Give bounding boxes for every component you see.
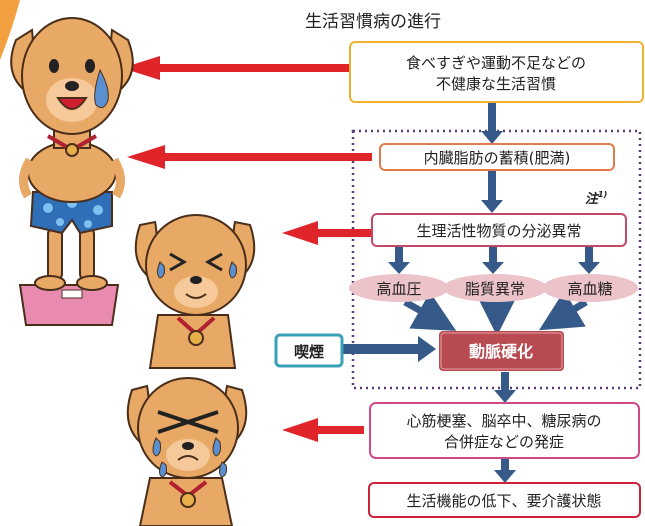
box-visceral-fat: 内臓脂肪の蓄積(肥満) — [379, 143, 615, 171]
svg-text:高血圧: 高血圧 — [376, 280, 421, 298]
converging-arrows — [403, 290, 588, 336]
box-complications: 心筋梗塞、脳卒中、糖尿病の 合併症などの発症 — [369, 402, 640, 459]
dotted-frame — [351, 129, 642, 390]
box-arteriosclerosis: 動脈硬化 — [439, 331, 564, 371]
arrow-artery-to-complications — [494, 372, 516, 403]
svg-text:動脈硬化: 動脈硬化 — [469, 342, 533, 361]
flow-arrows — [343, 102, 600, 483]
sweat-drop-icon — [94, 68, 109, 109]
box-smoking: 喫煙 — [274, 333, 344, 368]
dog-standing-on-scale — [10, 17, 134, 326]
oval-hypertension: 高血圧 — [349, 274, 449, 302]
red-arrow-2 — [127, 145, 372, 169]
medal-icon — [188, 330, 204, 346]
sweat-drop-icon — [157, 261, 165, 279]
medal-icon — [65, 143, 79, 157]
svg-text:生理活性物質の分泌異常: 生理活性物質の分泌異常 — [416, 222, 581, 240]
arrow-complications-to-decline — [494, 457, 516, 483]
arrow-lifestyle-to-fat — [481, 102, 503, 144]
red-arrows — [122, 56, 374, 442]
scale-icon — [18, 284, 120, 326]
svg-text:食べすぎや運動不足などの: 食べすぎや運動不足などの — [406, 54, 586, 72]
svg-text:合併症などの発症: 合併症などの発症 — [444, 433, 564, 451]
arrow-smoking-to-artery — [343, 336, 436, 362]
arrow-secretion-to-lipid — [482, 246, 504, 274]
arrow-secretion-to-glucose — [578, 246, 600, 274]
squint-eye-left — [169, 252, 188, 272]
oval-dyslipidemia: 脂質異常 — [443, 274, 547, 302]
squint-eye-right — [204, 252, 223, 272]
red-arrow-4 — [282, 418, 364, 442]
arrow-bp-to-artery — [403, 291, 457, 331]
svg-text:脂質異常: 脂質異常 — [465, 280, 525, 298]
oval-hyperglycemia: 高血糖 — [542, 274, 638, 302]
svg-text:不健康な生活習慣: 不健康な生活習慣 — [436, 75, 556, 93]
tear-drops-icon — [152, 437, 227, 478]
svg-text:生活機能の低下、要介護状態: 生活機能の低下、要介護状態 — [406, 492, 601, 510]
svg-text:喫煙: 喫煙 — [294, 343, 324, 361]
red-arrow-1 — [122, 56, 355, 80]
box-decline: 生活機能の低下、要介護状態 — [368, 482, 641, 518]
box-secretion: 生理活性物質の分泌異常 — [371, 213, 627, 247]
svg-text:心筋梗塞、脳卒中、糖尿病の: 心筋梗塞、脳卒中、糖尿病の — [406, 412, 601, 430]
box-lifestyle: 食べすぎや運動不足などの 不健康な生活習慣 — [349, 41, 644, 103]
corner-accent — [0, 0, 20, 60]
dog-crying — [126, 377, 248, 526]
arrow-glucose-to-artery — [538, 290, 588, 331]
note-label: 注1) — [585, 190, 607, 207]
medal-icon — [180, 492, 196, 508]
arrow-fat-to-secretion — [481, 170, 503, 213]
svg-text:高血糖: 高血糖 — [567, 280, 612, 298]
svg-text:内臓脂肪の蓄積(肥満): 内臓脂肪の蓄積(肥満) — [424, 149, 571, 167]
red-arrow-3 — [282, 221, 374, 245]
arrow-secretion-to-bp — [388, 246, 410, 274]
dog-squinting — [134, 214, 256, 369]
cross-eyes-icon — [157, 410, 219, 434]
diagram-title: 生活習慣病の進行 — [305, 12, 441, 32]
